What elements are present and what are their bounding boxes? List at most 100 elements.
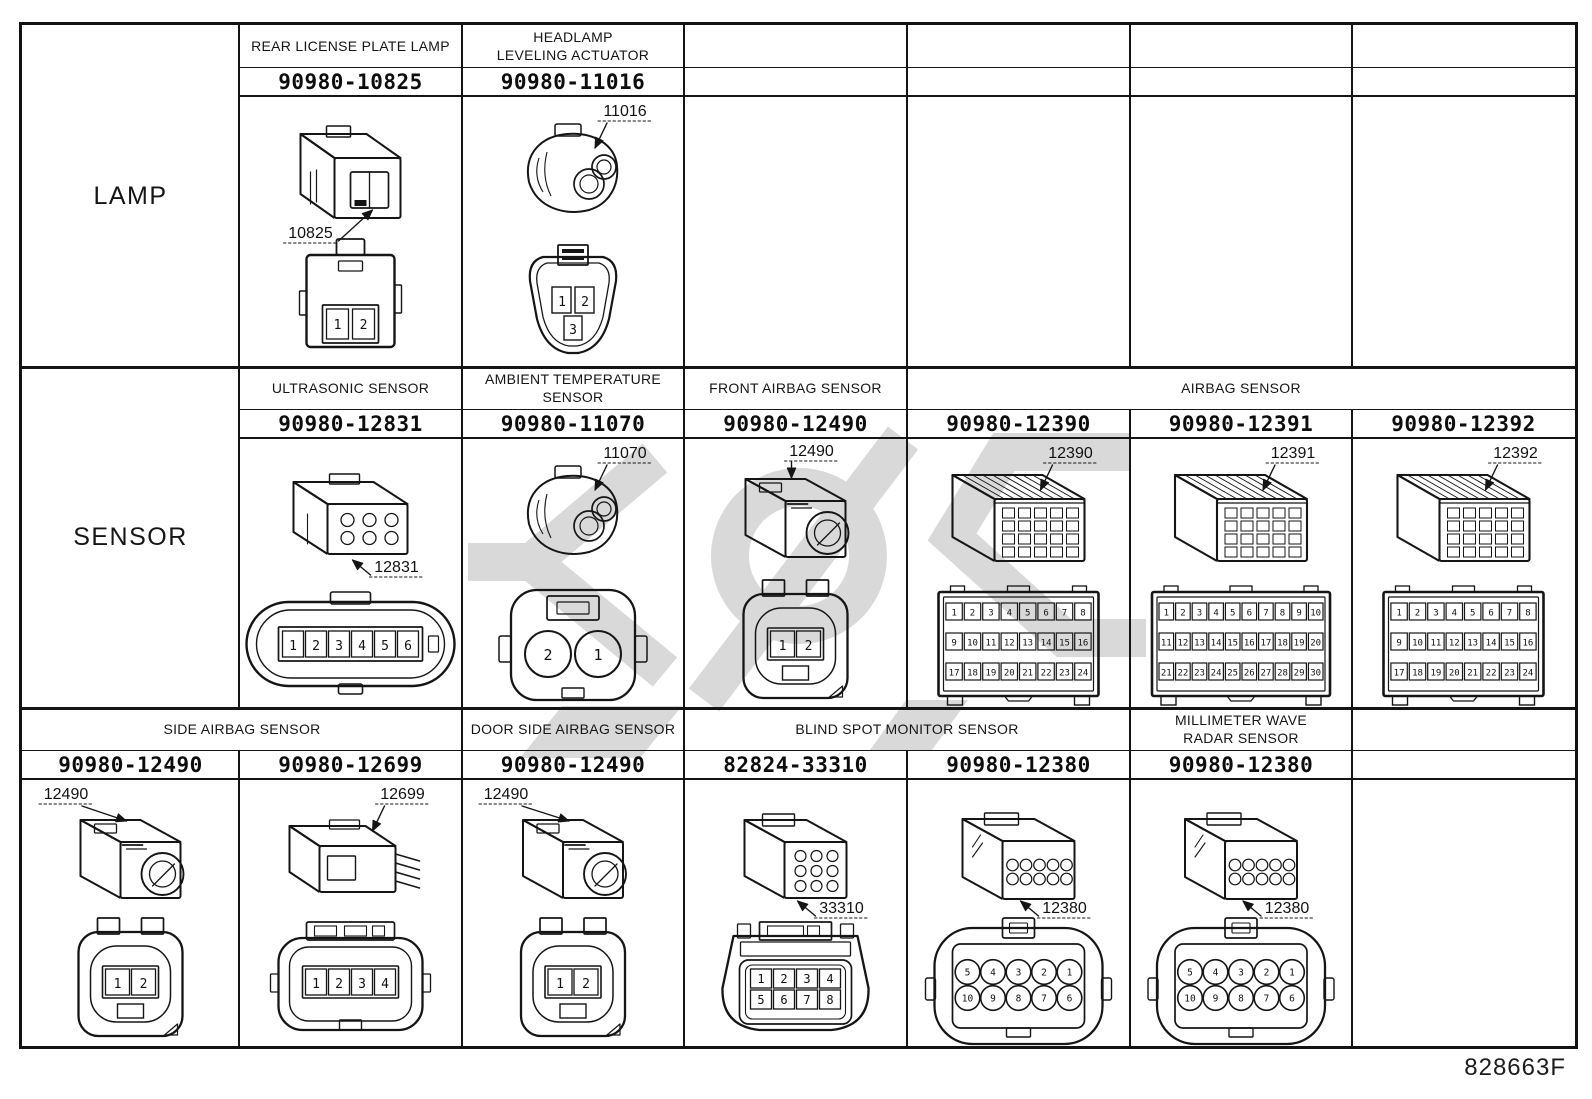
pin-number: 9 bbox=[990, 994, 996, 1005]
part-number: 90980-12380 bbox=[946, 752, 1091, 777]
pin-number: 18 bbox=[1277, 638, 1288, 648]
column-line bbox=[906, 750, 908, 1046]
pin-number: 1 bbox=[593, 646, 602, 664]
pin-number: 7 bbox=[803, 993, 810, 1007]
pin-number: 10 bbox=[967, 638, 978, 648]
pin-number: 17 bbox=[949, 668, 960, 678]
connector-figure-svg: 11070 2 1 bbox=[498, 445, 653, 702]
pin-number: 1 bbox=[334, 318, 342, 333]
pin-number: 4 bbox=[1213, 968, 1219, 979]
connector-callout: 12699 bbox=[371, 786, 430, 832]
pin-number: 21 bbox=[1022, 668, 1033, 678]
pin-number: 8 bbox=[1525, 608, 1530, 618]
pin-number: 3 bbox=[569, 323, 577, 338]
pin-number: 24 bbox=[1077, 668, 1088, 678]
pin-number: 24 bbox=[1211, 668, 1222, 678]
part-number: 82824-33310 bbox=[723, 752, 868, 777]
connector-callout: 12490 bbox=[784, 443, 839, 479]
connector-iso-view bbox=[288, 819, 421, 893]
connector-callout: 12831 bbox=[351, 559, 424, 578]
pin-number: 11 bbox=[1430, 638, 1441, 648]
pin-number: 22 bbox=[1177, 668, 1188, 678]
row-separator bbox=[22, 706, 1575, 710]
pin-number: 22 bbox=[1486, 668, 1497, 678]
pin-number: 5 bbox=[1470, 608, 1475, 618]
connector-callout: 11070 bbox=[594, 445, 653, 491]
pin-number: 1 bbox=[312, 977, 320, 992]
pin-number: 2 bbox=[805, 639, 813, 654]
pin-number: 3 bbox=[1238, 968, 1244, 979]
pin-number: 3 bbox=[335, 639, 343, 654]
part-name: AMBIENT TEMPERATURE SENSOR bbox=[484, 370, 662, 405]
pin-number: 12 bbox=[1004, 638, 1015, 648]
callout-label: 12380 bbox=[1265, 900, 1310, 917]
pin-number: 7 bbox=[1041, 994, 1047, 1005]
connector-iso-view bbox=[744, 478, 850, 558]
pin-number: 5 bbox=[757, 993, 764, 1007]
pin-number: 21 bbox=[1467, 668, 1478, 678]
column-line bbox=[1129, 409, 1131, 708]
connector-callout: 33310 bbox=[796, 900, 869, 919]
part-number: 90980-12490 bbox=[58, 752, 203, 777]
pin-number: 2 bbox=[335, 977, 343, 992]
name-band-separator bbox=[22, 749, 1575, 751]
callout-label: 12699 bbox=[380, 786, 425, 803]
pin-number: 2 bbox=[581, 295, 589, 310]
pin-number: 2 bbox=[1415, 608, 1420, 618]
pin-number: 2 bbox=[140, 977, 148, 992]
pin-number: 5 bbox=[381, 639, 389, 654]
pin-number: 10 bbox=[1310, 608, 1321, 618]
column-line bbox=[461, 708, 463, 1046]
pin-number: 4 bbox=[826, 972, 833, 986]
pin-number: 24 bbox=[1522, 668, 1533, 678]
pin-number: 1 bbox=[1289, 968, 1295, 979]
connector-callout: 12391 bbox=[1262, 445, 1321, 491]
part-number: 90980-12392 bbox=[1391, 411, 1536, 436]
pin-number: 2 bbox=[1180, 608, 1185, 618]
pin-number: 15 bbox=[1059, 638, 1070, 648]
connector-iso-view bbox=[292, 473, 409, 555]
pin-number: 14 bbox=[1211, 638, 1222, 648]
pin-number: 2 bbox=[543, 646, 552, 664]
column-line bbox=[1351, 25, 1353, 367]
callout-label: 12391 bbox=[1271, 445, 1316, 462]
column-line bbox=[1351, 708, 1353, 1046]
connector-iso-view bbox=[526, 123, 619, 213]
connector-iso-view bbox=[526, 465, 619, 555]
pin-number: 22 bbox=[1041, 668, 1052, 678]
part-number: 90980-10825 bbox=[278, 69, 423, 94]
pin-number: 28 bbox=[1277, 668, 1288, 678]
column-line bbox=[461, 367, 463, 708]
pin-number: 6 bbox=[780, 993, 787, 1007]
column-line bbox=[461, 25, 463, 367]
column-line bbox=[1129, 25, 1131, 367]
pin-number: 8 bbox=[1080, 608, 1085, 618]
pin-number: 13 bbox=[1022, 638, 1033, 648]
column-line bbox=[1129, 708, 1131, 1046]
part-name: SIDE AIRBAG SENSOR bbox=[163, 720, 321, 737]
part-name: AIRBAG SENSOR bbox=[1181, 379, 1301, 396]
column-line bbox=[906, 367, 908, 708]
pin-number: 10 bbox=[1184, 994, 1196, 1005]
